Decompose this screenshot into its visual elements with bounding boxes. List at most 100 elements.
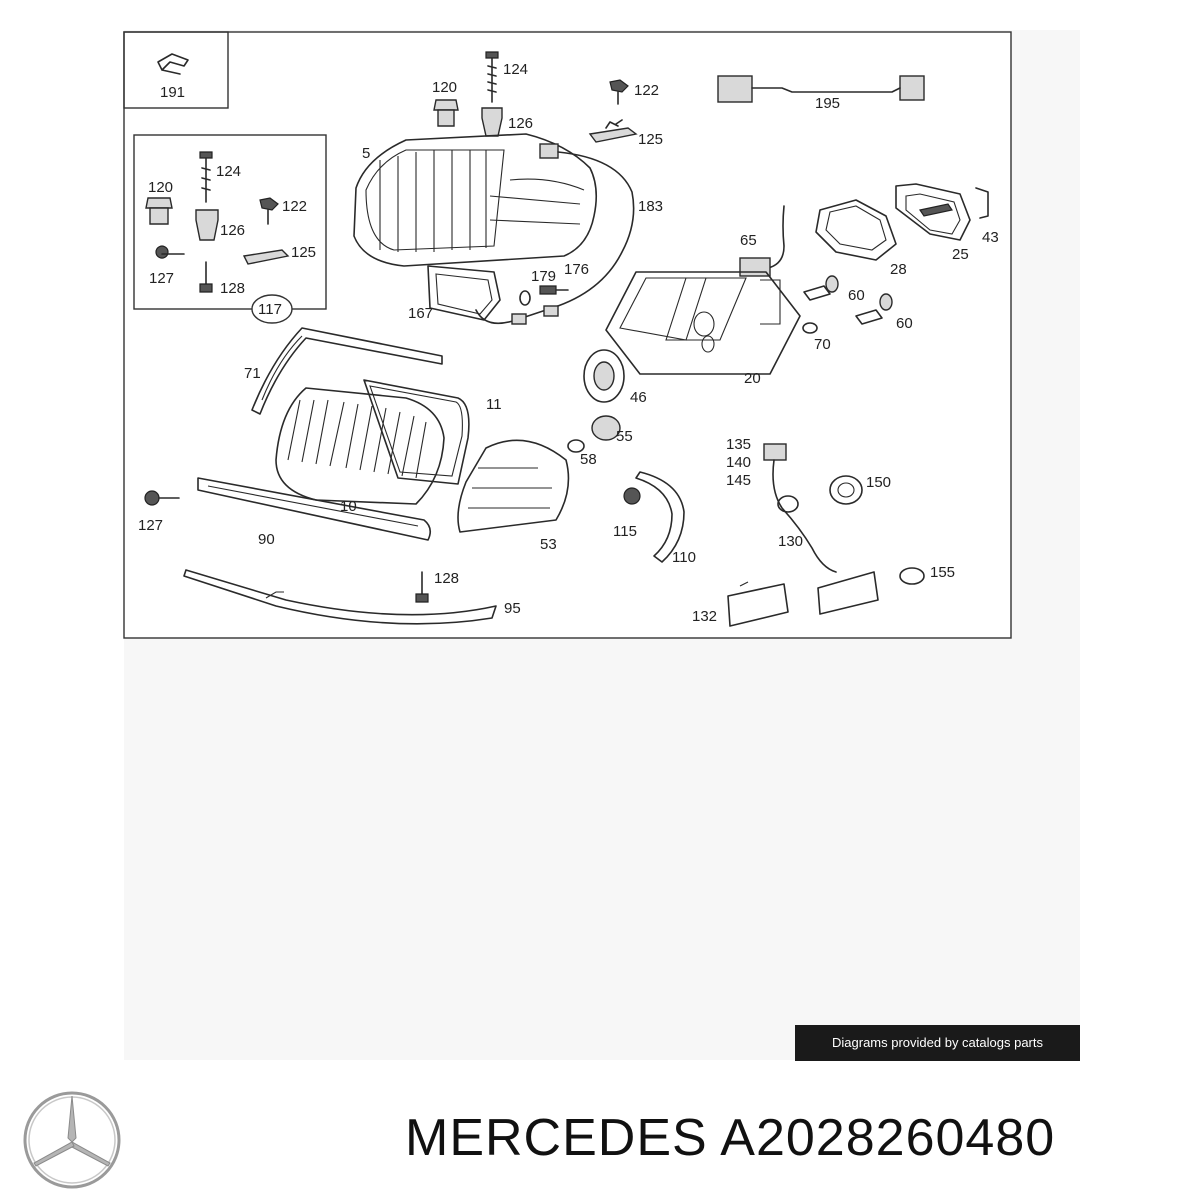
part-box-117 [133, 134, 327, 310]
label-117: 117 [258, 301, 282, 318]
screw-122-inset-icon [259, 197, 279, 225]
bulb-60b-icon [855, 293, 893, 325]
bulb-176-icon [539, 285, 569, 295]
marker-132a-icon [727, 581, 789, 627]
label-60b: 60 [896, 315, 913, 332]
diagram-frame [123, 31, 1012, 639]
label-10: 10 [340, 498, 357, 515]
bulb-60a-icon [803, 275, 839, 301]
label-122-inset: 122 [282, 198, 307, 215]
credit-banner: Diagrams provided by catalogs parts [795, 1025, 1080, 1061]
label-70: 70 [814, 336, 831, 353]
lens-53-icon [457, 439, 570, 533]
label-176: 176 [564, 261, 589, 278]
bulb-155-icon [899, 567, 925, 585]
label-120: 120 [432, 79, 457, 96]
label-122: 122 [634, 82, 659, 99]
label-125: 125 [638, 131, 663, 148]
brand-part-number: MERCEDES A2028260480 [405, 1109, 1056, 1167]
trim-71-icon [251, 327, 443, 415]
screw-127-icon [144, 490, 180, 506]
screw-122-icon [609, 79, 629, 105]
lens-25-icon [895, 183, 971, 241]
cap-46-icon [583, 349, 625, 403]
bulb-58-icon [567, 439, 585, 453]
screw-127-inset-icon [155, 245, 185, 259]
bracket-125-inset-icon [242, 249, 290, 265]
screw-128-inset-icon [199, 261, 213, 293]
clip-126-inset-icon [195, 209, 219, 241]
label-150: 150 [866, 474, 891, 491]
gasket-28-icon [815, 199, 897, 261]
label-128: 128 [434, 570, 459, 587]
label-60a: 60 [848, 287, 865, 304]
harness-135-icon [763, 443, 837, 573]
label-90: 90 [258, 531, 275, 548]
label-183: 183 [638, 198, 663, 215]
label-71: 71 [244, 365, 261, 382]
label-127-inset: 127 [149, 270, 174, 287]
label-195: 195 [815, 95, 840, 112]
harness-195-icon [717, 75, 925, 103]
label-179: 179 [531, 268, 556, 285]
label-55: 55 [616, 428, 633, 445]
label-135: 135 [726, 436, 751, 453]
label-5: 5 [362, 145, 370, 162]
bulb-70-icon [802, 322, 818, 334]
part-box-191 [123, 31, 229, 109]
label-128-inset: 128 [220, 280, 245, 297]
label-46: 46 [630, 389, 647, 406]
clip-43-icon [975, 187, 989, 219]
callout-117 [251, 294, 293, 324]
label-28: 28 [890, 261, 907, 278]
fog-connector-icon [511, 313, 527, 325]
label-25: 25 [952, 246, 969, 263]
label-115: 115 [613, 523, 637, 540]
label-191: 191 [160, 84, 185, 101]
strip-95-icon [183, 569, 497, 625]
label-140: 140 [726, 454, 751, 471]
reflector-housing-20-icon [605, 271, 801, 375]
label-43: 43 [982, 229, 999, 246]
label-167: 167 [408, 305, 433, 322]
nut-120-icon [433, 99, 459, 127]
marker-132b-icon [817, 571, 879, 615]
screw-115-icon [623, 487, 641, 505]
label-65: 65 [740, 232, 757, 249]
grille-10-icon [275, 387, 445, 505]
label-130: 130 [778, 533, 803, 550]
label-127: 127 [138, 517, 163, 534]
label-155: 155 [930, 564, 955, 581]
socket-55-icon [591, 415, 621, 441]
parts-diagram: 191 124 120 126 122 125 195 5 183 124 12… [123, 31, 1012, 639]
label-95: 95 [504, 600, 521, 617]
label-120-inset: 120 [148, 179, 173, 196]
label-126-inset: 126 [220, 222, 245, 239]
headlamp-housing-5-icon [353, 133, 635, 309]
seal-11-icon [363, 379, 470, 485]
bracket-110-icon [635, 471, 685, 563]
label-124: 124 [503, 61, 528, 78]
clip-191-icon [157, 53, 189, 75]
strip-90-icon [197, 477, 432, 541]
label-145: 145 [726, 472, 751, 489]
nut-120-inset-icon [145, 197, 173, 225]
label-125-inset: 125 [291, 244, 316, 261]
label-20: 20 [744, 370, 761, 387]
foglamp-167-icon [427, 265, 501, 321]
label-124-inset: 124 [216, 163, 241, 180]
screw-124-icon [485, 51, 499, 103]
clip-126-icon [481, 107, 503, 137]
cap-150-icon [829, 475, 863, 505]
label-110: 110 [672, 549, 696, 566]
label-132: 132 [692, 608, 717, 625]
label-58: 58 [580, 451, 597, 468]
screw-124-inset-icon [199, 151, 213, 203]
label-11: 11 [486, 396, 502, 413]
screw-128-icon [415, 571, 429, 603]
part-labels: 191 124 120 126 122 125 195 5 183 124 12… [138, 61, 999, 625]
mercedes-star-icon [23, 1091, 121, 1189]
bracket-125-icon [588, 119, 638, 143]
ring-179-icon [519, 290, 531, 306]
label-53: 53 [540, 536, 557, 553]
